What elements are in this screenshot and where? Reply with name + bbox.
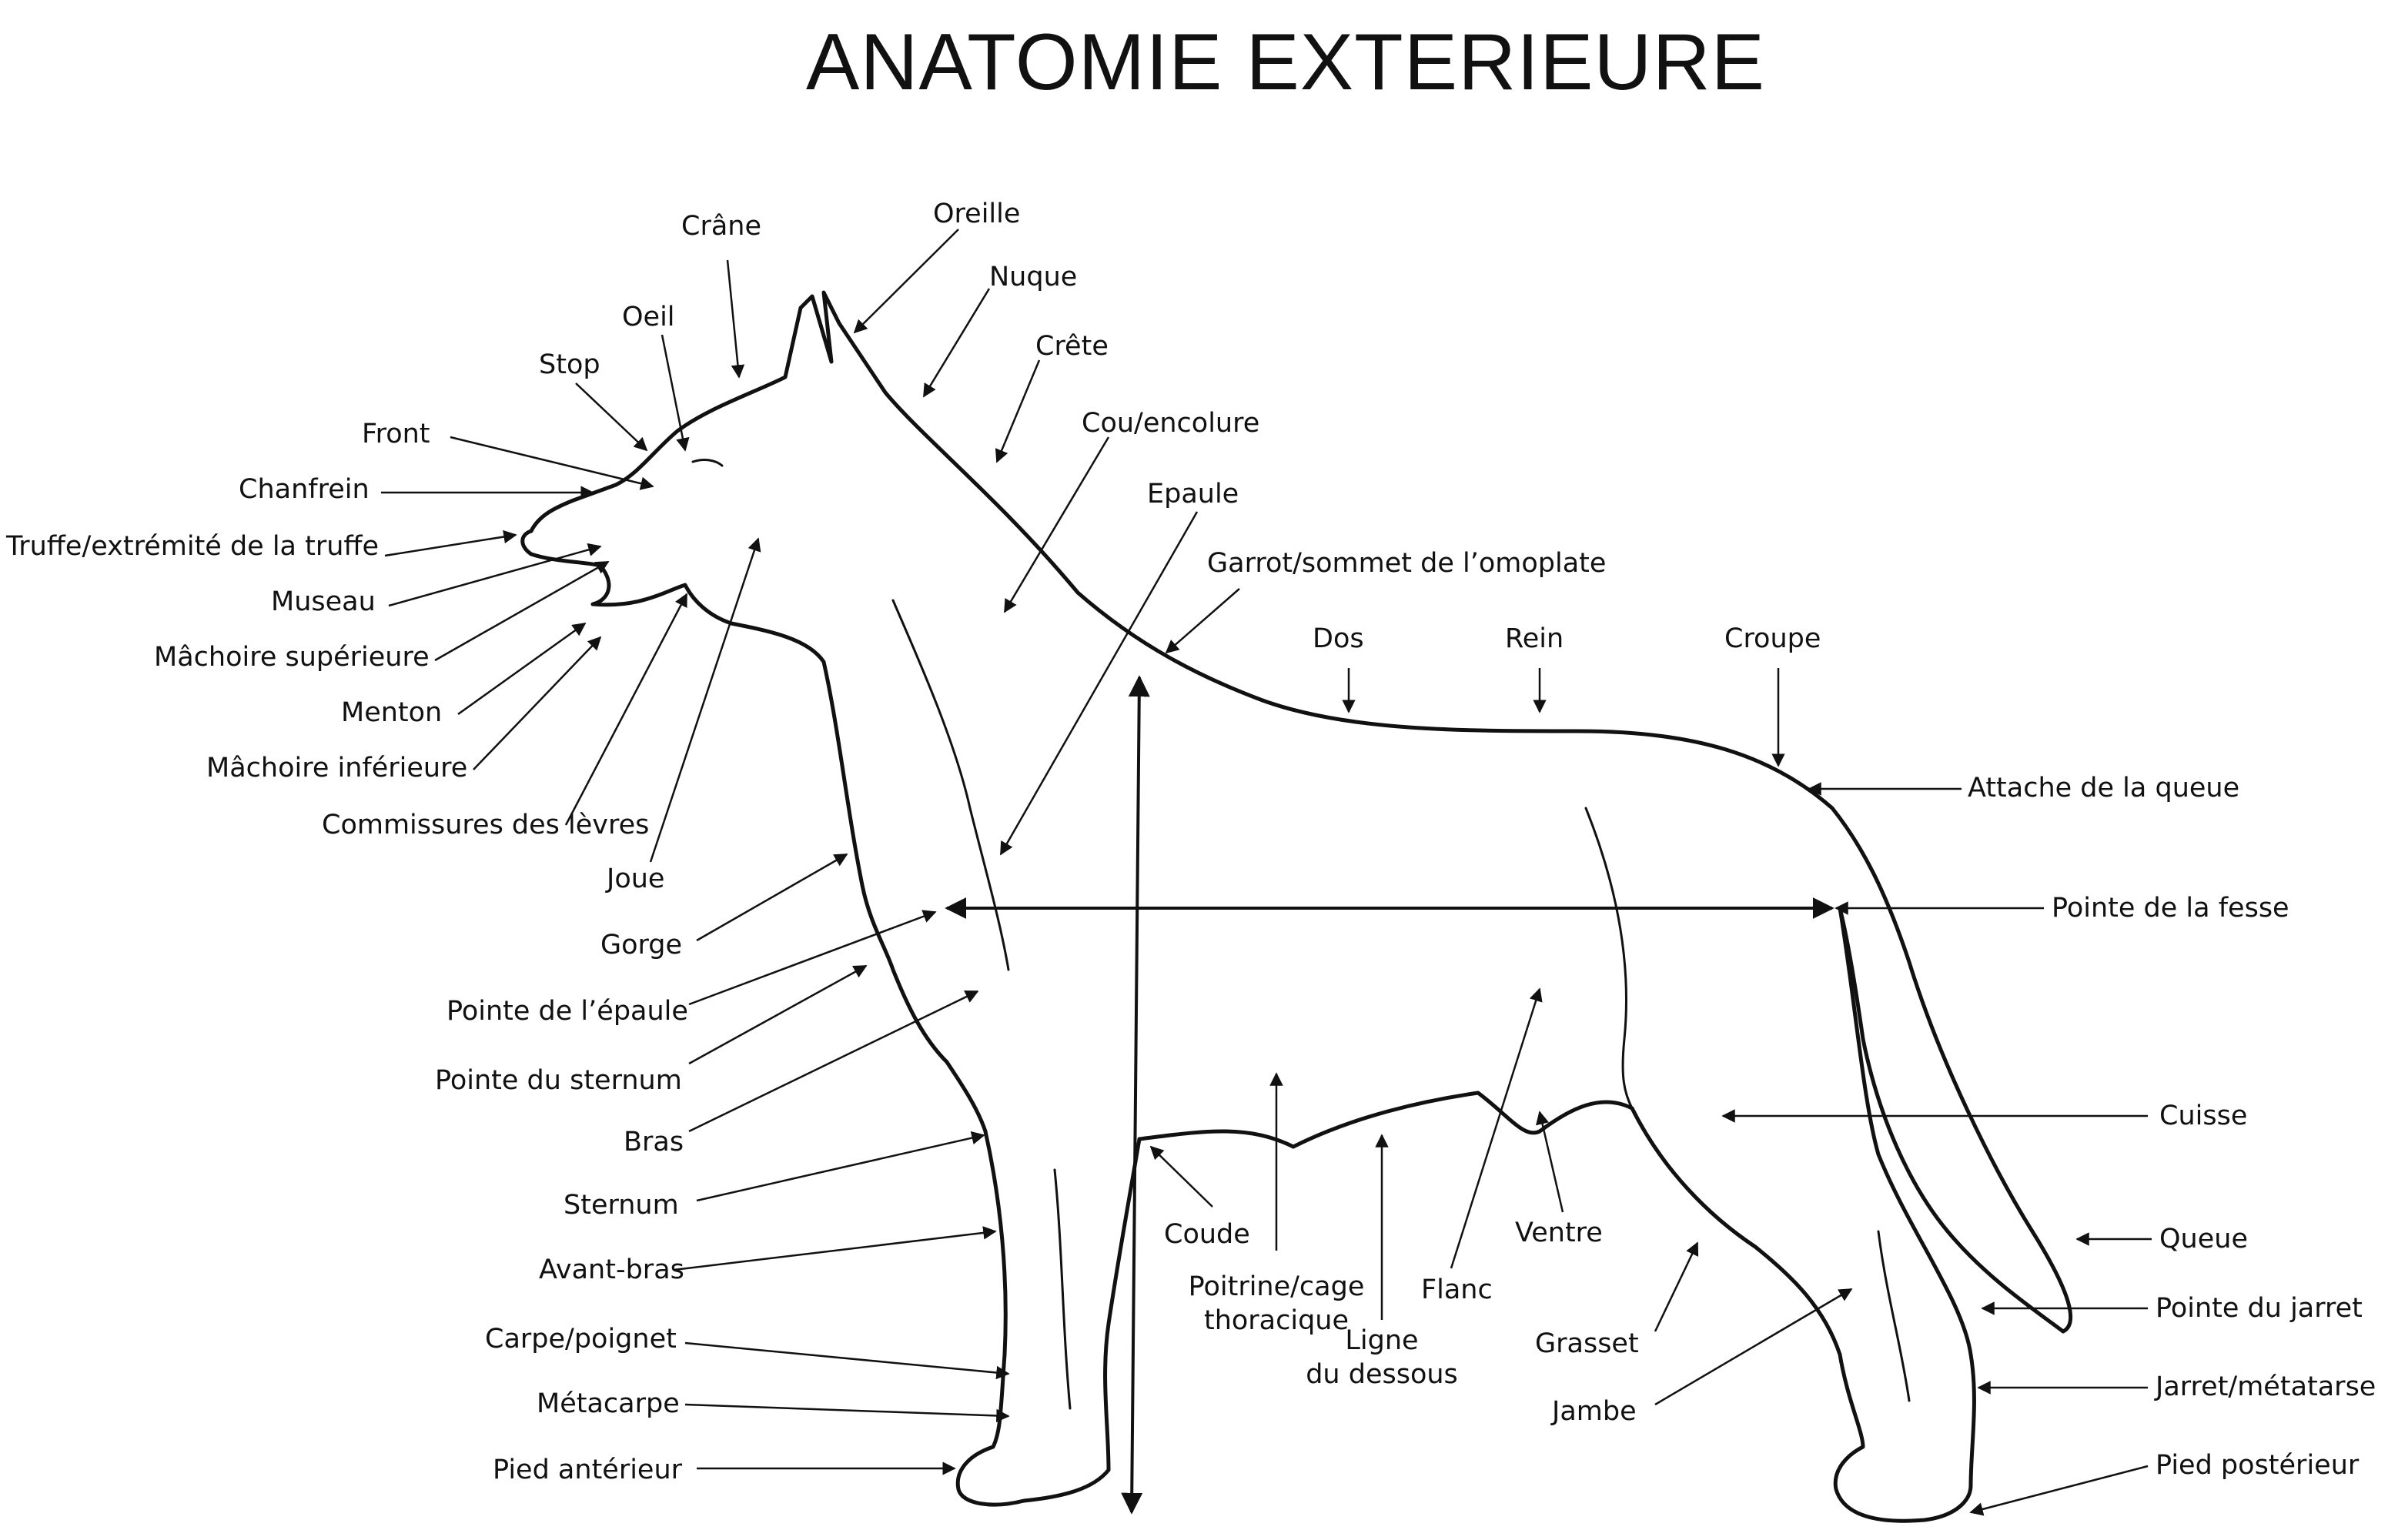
- leader-arrows: [381, 229, 2152, 1516]
- dog-outline: [520, 290, 2073, 1523]
- dog-foreleg-front: [955, 1129, 1111, 1507]
- height-measure-line: [1121, 675, 1150, 1515]
- label-oreille: Oreille: [933, 199, 1021, 229]
- label-gorge: Gorge: [600, 930, 683, 960]
- label-sternum: Sternum: [564, 1190, 679, 1221]
- measurement-lines: [945, 675, 1834, 1515]
- label-jambe: Jambe: [1552, 1396, 1637, 1427]
- label-coude: Coude: [1164, 1219, 1250, 1250]
- dog-tail: [1838, 906, 2065, 1334]
- dog-eye: [691, 459, 724, 467]
- dog-topline: [529, 290, 2073, 1334]
- label-ventre: Ventre: [1515, 1218, 1603, 1248]
- label-pointe-jarret: Pointe du jarret: [2156, 1293, 2363, 1324]
- dog-underline: [1137, 1091, 1634, 1149]
- label-stop: Stop: [539, 349, 600, 380]
- label-garrot: Garrot/sommet de l’omoplate: [1207, 548, 1607, 579]
- label-commissures: Commissures des lèvres: [322, 810, 650, 840]
- page-title: ANATOMIE EXTERIEURE: [805, 18, 1766, 107]
- label-attache-queue: Attache de la queue: [1968, 773, 2240, 803]
- label-ligne-line1: Ligne: [1345, 1325, 1419, 1356]
- label-croupe: Croupe: [1724, 623, 1821, 654]
- label-pointe-sternum: Pointe du sternum: [435, 1065, 682, 1096]
- label-joue: Joue: [607, 864, 665, 894]
- label-flanc: Flanc: [1421, 1274, 1493, 1305]
- label-poitrine-line1: Poitrine/cage: [1188, 1271, 1365, 1302]
- dog-leg-detail: [1877, 1230, 1911, 1402]
- label-jarret: Jarret/métatarse: [2156, 1371, 2376, 1402]
- dog-hindleg-back: [1838, 906, 1976, 1488]
- dog-foreleg-detail: [1053, 1168, 1072, 1410]
- label-oeil: Oeil: [622, 302, 675, 332]
- label-dos: Dos: [1313, 623, 1364, 654]
- label-metacarpe: Métacarpe: [537, 1388, 680, 1419]
- label-ligne-line2: du dessous: [1306, 1359, 1458, 1390]
- label-ligne-dessous: Ligne du dessous: [1305, 1324, 1459, 1391]
- label-poitrine-line2: thoracique: [1203, 1305, 1350, 1336]
- label-front: Front: [362, 419, 430, 449]
- label-cuisse: Cuisse: [2159, 1101, 2248, 1131]
- label-bras: Bras: [624, 1127, 684, 1158]
- label-chanfrein: Chanfrein: [239, 474, 370, 505]
- label-crane: Crâne: [681, 211, 761, 242]
- dog-chest: [860, 883, 988, 1134]
- label-machoire-inf: Mâchoire inférieure: [206, 753, 468, 783]
- label-poitrine: Poitrine/cage thoracique: [1161, 1270, 1392, 1338]
- label-epaule: Epaule: [1147, 479, 1239, 509]
- label-pied-anterieur: Pied antérieur: [493, 1455, 683, 1485]
- label-machoire-sup: Mâchoire supérieure: [154, 642, 430, 673]
- label-menton: Menton: [341, 697, 443, 728]
- label-crete: Crête: [1035, 331, 1109, 362]
- dog-shoulder-contour: [891, 599, 1010, 971]
- label-avant-bras: Avant-bras: [539, 1254, 684, 1285]
- dog-muzzle: [520, 529, 865, 887]
- label-pointe-epaule: Pointe de l’épaule: [446, 996, 688, 1027]
- label-pied-posterieur: Pied postérieur: [2156, 1450, 2360, 1481]
- label-nuque: Nuque: [989, 262, 1078, 292]
- label-pointe-fesse: Pointe de la fesse: [2052, 893, 2289, 924]
- label-queue: Queue: [2159, 1224, 2248, 1254]
- label-truffe: Truffe/extrémité de la truffe: [6, 531, 380, 562]
- label-rein: Rein: [1505, 623, 1564, 654]
- label-carpe: Carpe/poignet: [485, 1324, 677, 1355]
- label-grasset: Grasset: [1535, 1328, 1639, 1359]
- label-cou: Cou/encolure: [1082, 408, 1260, 439]
- label-museau: Museau: [271, 586, 376, 617]
- dog-hindleg-front: [1630, 1106, 1973, 1523]
- dog-thigh-contour: [1584, 807, 1634, 1110]
